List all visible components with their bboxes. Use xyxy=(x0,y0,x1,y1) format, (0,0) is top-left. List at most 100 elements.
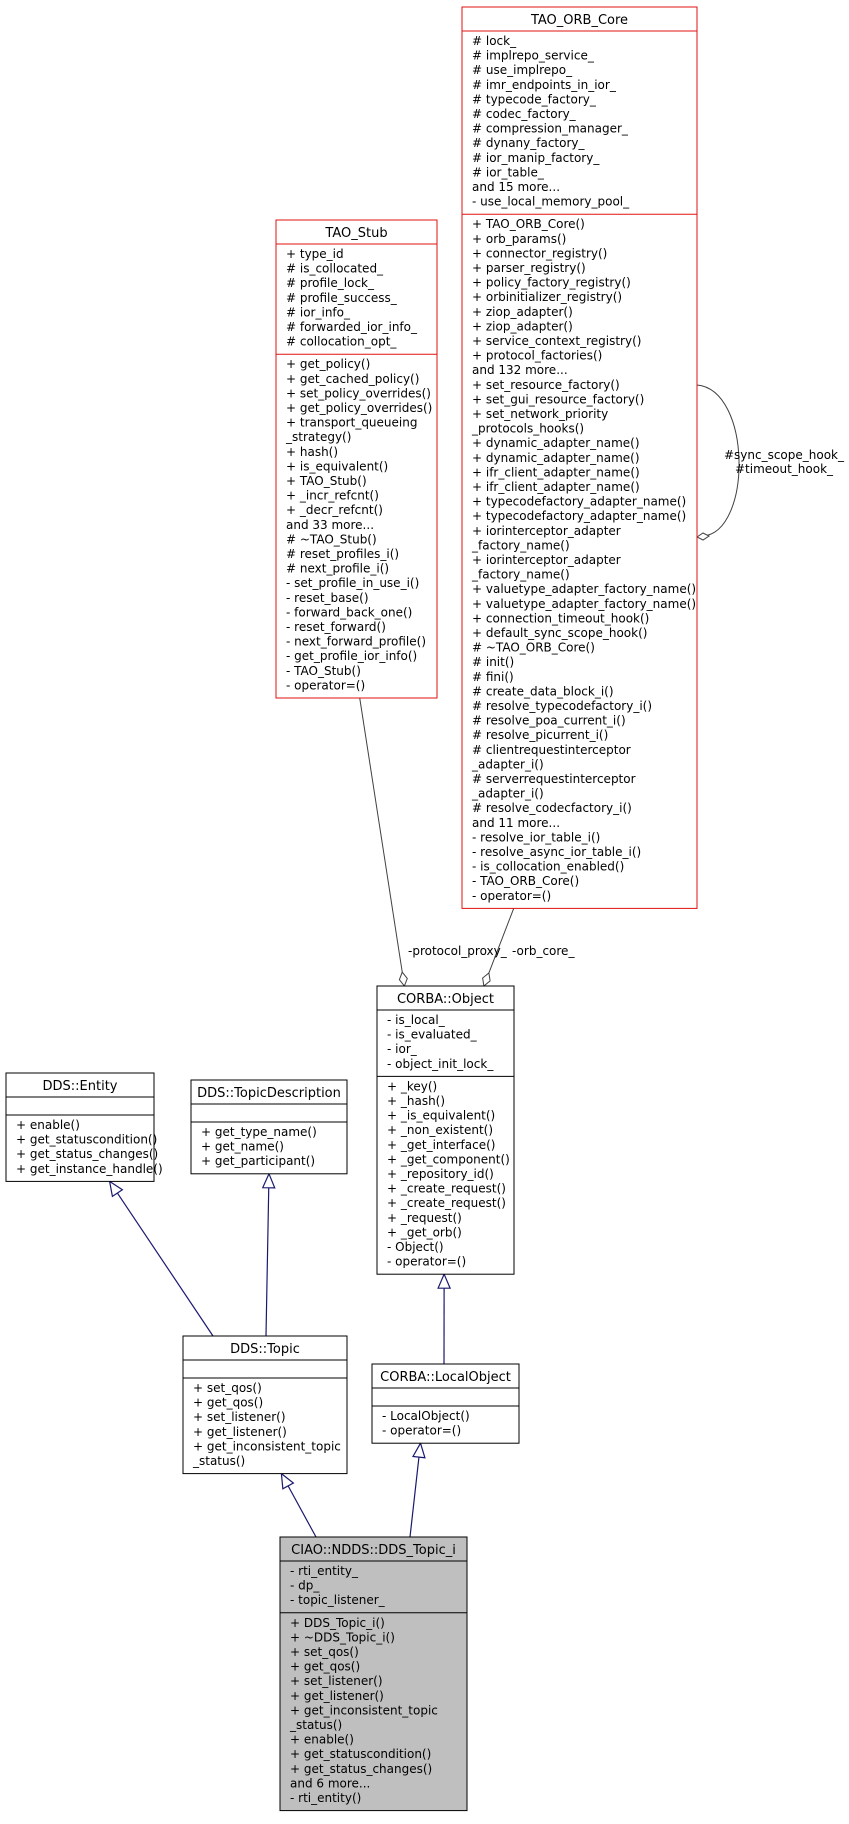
class-method: + set_resource_factory() xyxy=(472,378,620,392)
class-method: - reset_forward() xyxy=(286,620,386,634)
class-method: + set_network_priority xyxy=(472,407,608,421)
class-method: + orb_params() xyxy=(472,232,566,246)
class-attribute: - rti_entity_ xyxy=(290,1564,359,1578)
class-name: TAO_Stub xyxy=(324,226,387,241)
edge-stub-protocol-proxy-diamond xyxy=(398,971,408,987)
class-method: + connector_registry() xyxy=(472,246,607,260)
class-name: TAO_ORB_Core xyxy=(530,13,628,28)
class-method: + _decr_refcnt() xyxy=(286,503,383,517)
class-method: # resolve_picurrent_i() xyxy=(472,728,608,742)
class-name: DDS::TopicDescription xyxy=(197,1086,341,1101)
class-box-topic-description[interactable]: DDS::TopicDescription+ get_type_name()+ … xyxy=(190,1079,348,1175)
class-method: - LocalObject() xyxy=(382,1409,470,1423)
class-method: + get_policy() xyxy=(286,357,370,371)
class-method: + is_equivalent() xyxy=(286,459,388,473)
class-method: # create_data_block_i() xyxy=(472,684,614,698)
class-method: - operator=() xyxy=(387,1255,466,1269)
class-method: + get_listener() xyxy=(193,1425,287,1439)
class-method: - operator=() xyxy=(472,889,551,903)
class-method: - rti_entity() xyxy=(290,1791,361,1805)
class-method: + _is_equivalent() xyxy=(387,1109,495,1123)
class-box-dds-entity[interactable]: DDS::Entity+ enable()+ get_statusconditi… xyxy=(5,1072,163,1182)
edge-label-sync-scope-hook: #sync_scope_hook_ xyxy=(724,448,845,462)
class-method: _factory_name() xyxy=(471,538,570,552)
class-method: + get_status_changes() xyxy=(16,1147,158,1161)
class-name: DDS::Topic xyxy=(230,1342,300,1357)
class-box-tao-stub[interactable]: TAO_Stub+ type_id# is_collocated_# profi… xyxy=(275,219,438,699)
class-attribute: # profile_lock_ xyxy=(286,276,375,290)
class-method: + dynamic_adapter_name() xyxy=(472,436,640,450)
class-attribute: # imr_endpoints_in_ior_ xyxy=(472,78,617,92)
class-method: # serverrequestinterceptor xyxy=(472,772,636,786)
edge-stub-protocol-proxy xyxy=(359,697,403,973)
edge-label-orb-core: -orb_core_ xyxy=(512,944,575,958)
class-attribute: # codec_factory_ xyxy=(472,107,577,121)
class-attribute: # is_collocated_ xyxy=(286,262,384,276)
class-method: # resolve_poa_current_i() xyxy=(472,714,626,728)
class-method: - forward_back_one() xyxy=(286,605,412,619)
class-method: - operator=() xyxy=(382,1424,461,1438)
edge-object-to-localobject-arrowhead xyxy=(437,1272,452,1289)
class-method: + hash() xyxy=(286,445,338,459)
class-method: + get_status_changes() xyxy=(290,1762,432,1776)
class-method: + set_gui_resource_factory() xyxy=(472,392,644,406)
class-method: + orbinitializer_registry() xyxy=(472,290,622,304)
diagram-edges xyxy=(108,384,740,1538)
class-method: + ifr_client_adapter_name() xyxy=(472,465,640,479)
class-box-corba-object[interactable]: CORBA::Object- is_local_- is_evaluated_-… xyxy=(376,985,515,1275)
class-method: + set_listener() xyxy=(290,1674,383,1688)
class-method: + _get_interface() xyxy=(387,1138,495,1152)
edge-topic-to-topic-i-arrowhead xyxy=(280,1472,295,1490)
class-method: - set_profile_in_use_i() xyxy=(286,576,419,590)
class-method: + service_context_registry() xyxy=(472,334,641,348)
class-method: + _create_request() xyxy=(387,1182,506,1196)
class-method: # clientrequestinterceptor xyxy=(472,743,631,757)
class-method: + iorinterceptor_adapter xyxy=(472,524,621,538)
class-method: # reset_profiles_i() xyxy=(286,547,399,561)
class-method: + set_qos() xyxy=(290,1645,359,1659)
edge-orbcore-orb-core xyxy=(488,908,515,974)
class-method: + _hash() xyxy=(387,1094,445,1108)
edge-topicdescription-to-topic-arrowhead xyxy=(261,1172,276,1189)
class-attribute: # ior_table_ xyxy=(472,165,545,179)
class-box-frame xyxy=(376,985,515,1275)
class-method: + valuetype_adapter_factory_name() xyxy=(472,597,696,611)
edge-topic-to-topic-i xyxy=(287,1485,317,1538)
edge-orbcore-self-hooks-diamond xyxy=(696,532,710,541)
class-attribute: - dp_ xyxy=(290,1579,320,1593)
class-attribute: # ior_info_ xyxy=(286,305,351,319)
class-method: + get_name() xyxy=(201,1140,284,1154)
class-attribute: # compression_manager_ xyxy=(472,122,629,136)
class-attribute: # profile_success_ xyxy=(286,291,398,305)
class-box-dds-topic[interactable]: DDS::Topic+ set_qos()+ get_qos()+ set_li… xyxy=(182,1335,348,1475)
class-method: # resolve_typecodefactory_i() xyxy=(472,699,652,713)
class-attribute: # implrepo_service_ xyxy=(472,49,595,63)
class-method: and 132 more... xyxy=(472,363,568,377)
class-method: - TAO_ORB_Core() xyxy=(472,874,579,888)
class-method: _strategy() xyxy=(285,430,351,444)
class-method: + typecodefactory_adapter_name() xyxy=(472,495,686,509)
class-method: + TAO_ORB_Core() xyxy=(472,217,585,231)
class-method: - TAO_Stub() xyxy=(286,664,361,678)
class-box-dds-topic-i[interactable]: CIAO::NDDS::DDS_Topic_i- rti_entity_- dp… xyxy=(279,1536,468,1812)
class-method: + _request() xyxy=(387,1211,462,1225)
edge-localobject-to-topic-i-arrowhead xyxy=(412,1441,426,1459)
class-method: + get_qos() xyxy=(193,1396,263,1410)
edge-labels: #sync_scope_hook_ #timeout_hook_ -protoc… xyxy=(408,448,845,958)
class-method: + get_policy_overrides() xyxy=(286,401,432,415)
class-method: + get_statuscondition() xyxy=(16,1133,157,1147)
class-box-local-object[interactable]: CORBA::LocalObject- LocalObject()- opera… xyxy=(371,1363,520,1444)
class-method: + DDS_Topic_i() xyxy=(290,1616,385,1630)
class-method: # ~TAO_Stub() xyxy=(286,532,377,546)
class-box-frame xyxy=(182,1335,348,1475)
class-method: and 6 more... xyxy=(290,1776,370,1790)
class-method: # fini() xyxy=(472,670,514,684)
class-method: - next_forward_profile() xyxy=(286,635,426,649)
class-attribute: # use_implrepo_ xyxy=(472,63,573,77)
class-box-orb-core[interactable]: TAO_ORB_Core# lock_# implrepo_service_# … xyxy=(461,6,698,909)
class-attribute: - use_local_memory_pool_ xyxy=(472,195,630,209)
edge-entity-to-topic xyxy=(116,1192,214,1337)
class-attribute: + type_id xyxy=(286,247,344,261)
class-method: # resolve_codecfactory_i() xyxy=(472,801,632,815)
